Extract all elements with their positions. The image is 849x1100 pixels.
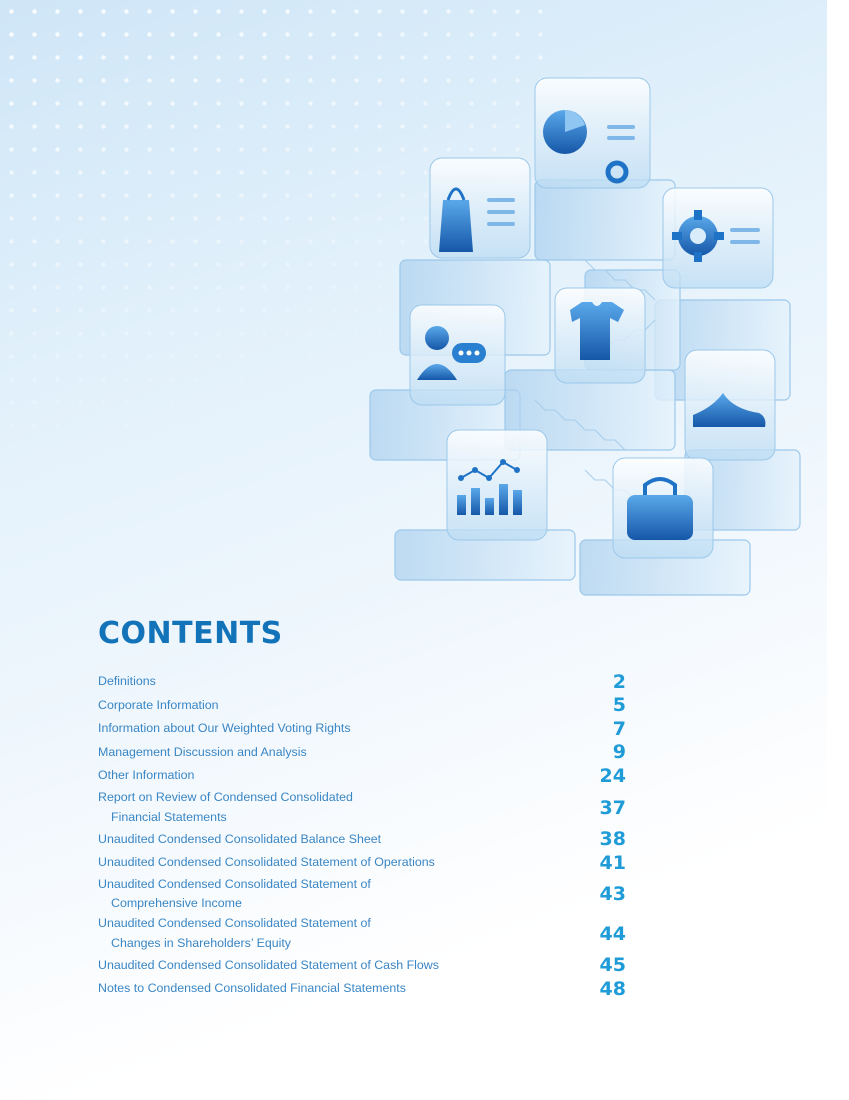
toc-entry-page-number: 45 (599, 954, 626, 977)
toc-entry-title-line: Comprehensive Income (111, 896, 242, 911)
toc-entry-title-line: Unaudited Condensed Consolidated Stateme… (98, 916, 371, 931)
toc-entry-title: Information about Our Weighted Voting Ri… (98, 719, 351, 739)
toc-entry-page-number: 41 (599, 851, 626, 874)
toc-entry-page-number: 7 (612, 717, 626, 740)
toc-entry[interactable]: Information about Our Weighted Voting Ri… (98, 717, 638, 741)
toc-entry-title: Unaudited Condensed Consolidated Balance… (98, 830, 381, 850)
toc-entry[interactable]: Management Discussion and Analysis 9 (98, 741, 638, 765)
toc-entry-title-line: Report on Review of Condensed Consolidat… (98, 790, 353, 804)
toc-entry[interactable]: Other Information 24 (98, 764, 638, 788)
toc-entry-page-number: 48 (599, 977, 626, 1000)
handbag-icon (612, 457, 714, 559)
toc-entry-page-number: 43 (599, 883, 626, 906)
shopping-bag-icon (429, 157, 531, 259)
toc-entry-title-line: Management Discussion and Analysis (98, 744, 307, 759)
toc-entry-page-number: 37 (599, 796, 626, 819)
toc-entry-page-number: 24 (599, 764, 626, 787)
toc-entry-title: Unaudited Condensed Consolidated Stateme… (98, 914, 371, 953)
bar-chart-icon (446, 429, 548, 541)
shoe-icon (684, 349, 776, 461)
gear-icon (662, 187, 774, 289)
toc-entry-title: Notes to Condensed Consolidated Financia… (98, 979, 406, 999)
toc-entry[interactable]: Notes to Condensed Consolidated Financia… (98, 977, 638, 1001)
glass-cubes-illustration (369, 77, 801, 596)
toc-entry[interactable]: Report on Review of Condensed Consolidat… (98, 788, 638, 828)
toc-entry[interactable]: Unaudited Condensed Consolidated Stateme… (98, 851, 638, 875)
toc-entry-title: Report on Review of Condensed Consolidat… (98, 788, 353, 827)
pie-chart-icon (534, 77, 651, 189)
toc-entry[interactable]: Corporate Information 5 (98, 694, 638, 718)
toc-entry-page-number: 44 (599, 922, 626, 945)
toc-entry-title: Management Discussion and Analysis (98, 743, 307, 763)
toc-entry-page-number: 5 (612, 694, 626, 717)
toc-entry-title-line: Changes in Shareholders’ Equity (111, 935, 292, 950)
toc-entry-title-line: Financial Statements (111, 809, 227, 824)
toc-entry-title-line: Corporate Information (98, 697, 219, 712)
toc-entry-page-number: 2 (612, 670, 626, 693)
toc-entry-title-line: Definitions (98, 674, 156, 688)
toc-entry-title-line: Unaudited Condensed Consolidated Stateme… (98, 855, 435, 869)
toc-entry-title-line: Unaudited Condensed Consolidated Stateme… (98, 876, 371, 891)
toc-entry[interactable]: Unaudited Condensed Consolidated Stateme… (98, 954, 638, 978)
toc-entry-page-number: 9 (612, 741, 626, 764)
toc-entry-title: Other Information (98, 766, 194, 786)
toc-entry[interactable]: Unaudited Condensed Consolidated Stateme… (98, 875, 638, 915)
toc-entry-title: Unaudited Condensed Consolidated Stateme… (98, 875, 371, 914)
toc-entry-title: Corporate Information (98, 696, 219, 716)
user-chat-icon (409, 304, 506, 406)
toc-entry-title-line: Notes to Condensed Consolidated Financia… (98, 981, 406, 995)
toc-entry-title: Unaudited Condensed Consolidated Stateme… (98, 853, 435, 873)
toc-entry[interactable]: Definitions 2 (98, 670, 638, 694)
toc-entry-page-number: 38 (599, 828, 626, 851)
toc-entry-title-line: Unaudited Condensed Consolidated Stateme… (98, 957, 439, 972)
t-shirt-icon (554, 287, 646, 384)
toc-entry-title-line: Other Information (98, 768, 195, 782)
toc-entry[interactable]: Unaudited Condensed Consolidated Stateme… (98, 914, 638, 954)
page-margin-strip (827, 0, 849, 1100)
toc-entry-title: Definitions (98, 672, 156, 692)
toc-entry-title: Unaudited Condensed Consolidated Stateme… (98, 956, 439, 976)
toc-entry[interactable]: Unaudited Condensed Consolidated Balance… (98, 828, 638, 852)
toc-entry-title-line: Unaudited Condensed Consolidated Balance… (98, 831, 382, 846)
toc-entry-title-line: Information about Our Weighted Voting Ri… (98, 721, 351, 735)
contents-heading: CONTENTS (98, 616, 283, 651)
